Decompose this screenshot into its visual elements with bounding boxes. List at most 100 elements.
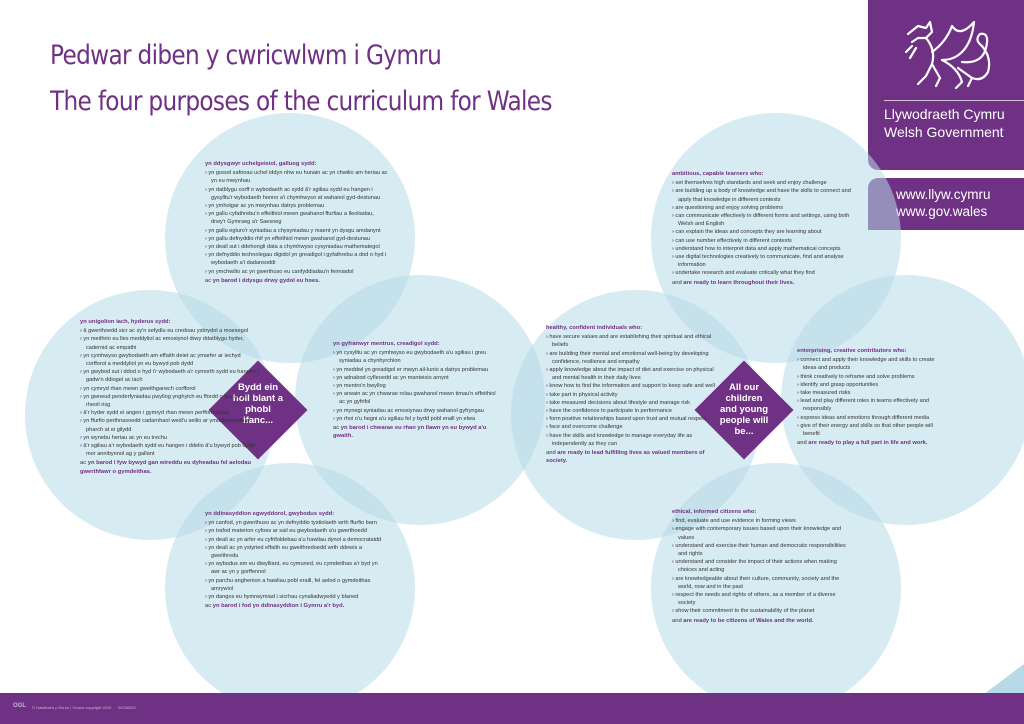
purpose-block-bottom: ethical, informed citizens who:find, eva… xyxy=(672,508,847,625)
purpose-heading: yn ddysgwyr uchelgeisiol, galluog sydd: xyxy=(205,161,317,167)
brand-name-welsh: Llywodraeth Cymru xyxy=(884,106,1005,122)
purpose-item: yn gwneud penderfyniadau pwyllog ynghylc… xyxy=(80,393,260,409)
logo-divider xyxy=(884,100,1024,101)
purpose-item: apply knowledge about the impact of diet… xyxy=(546,366,721,382)
purpose-item: yn gallu cyfathrebu'n effeithiol mewn gw… xyxy=(205,210,390,226)
purpose-list: find, evaluate and use evidence in formi… xyxy=(672,517,847,615)
purpose-item: yn deall ac yn ystyried effaith eu gweit… xyxy=(205,544,385,560)
purpose-item: take measured decisions about lifestyle … xyxy=(546,399,721,407)
purpose-block-left: yn unigolion iach, hyderus sydd: â gwerth… xyxy=(80,318,260,476)
ogl-logo: OGL xyxy=(13,703,26,709)
purpose-list: have secure values and are establishing … xyxy=(546,333,721,448)
purpose-item: â'r hyder sydd ei angen i gymryd rhan me… xyxy=(80,409,260,417)
purpose-heading: yn gyfranwyr mentrus, creadigol sydd: xyxy=(333,341,440,347)
purpose-item: yn wybodus am eu diwylliant, eu cymuned,… xyxy=(205,560,385,576)
purpose-block-right: yn gyfranwyr mentrus, creadigol sydd: yn … xyxy=(333,340,503,440)
purpose-item: take measured risks xyxy=(797,389,937,397)
closing-prefix: ac xyxy=(205,603,213,610)
purpose-item: respect the needs and rights of others, … xyxy=(672,591,847,607)
purpose-item: understand and consider the impact of th… xyxy=(672,558,847,574)
centre-text: All our children and young people will b… xyxy=(719,382,769,437)
purpose-item: yn adnabod cyfleoedd ac yn manteisio arn… xyxy=(333,374,503,382)
purpose-list: yn canfod, yn gwerthuso ac yn defnyddio … xyxy=(205,519,385,601)
purpose-item: yn trafod materion cyfoes ar sail eu gwy… xyxy=(205,527,385,535)
purpose-item: yn gwybod sut i ddod o hyd i'r wybodaeth… xyxy=(80,368,260,384)
purpose-item: yn cysylltu ac yn cymhwyso eu gwybodaeth… xyxy=(333,349,503,365)
purpose-item: yn deall ac yn arfer eu cyfrifoldebau a'… xyxy=(205,536,385,544)
purpose-item: are questioning and enjoy solving proble… xyxy=(672,204,857,212)
purpose-block-left: healthy, confident individuals who: have … xyxy=(546,324,721,465)
closing-statement: are ready to learn throughout their live… xyxy=(683,279,795,286)
purpose-item: have secure values and are establishing … xyxy=(546,333,721,349)
purpose-item: lead and play different roles in teams e… xyxy=(797,397,937,413)
purpose-closing: ac yn barod i fod yn ddinasyddion i Gymr… xyxy=(205,602,385,610)
closing-statement: are ready to lead fulfilling lives as va… xyxy=(546,450,705,465)
purpose-item: â'r sgiliau a'r wybodaeth sydd eu hangen… xyxy=(80,442,260,458)
purpose-heading: healthy, confident individuals who: xyxy=(546,325,643,331)
purpose-item: yn rhoi o'u hegni a'u sgiliau fel y bydd… xyxy=(333,415,503,423)
purpose-heading: yn unigolion iach, hyderus sydd: xyxy=(80,319,171,325)
purpose-item: use digital technologies creatively to c… xyxy=(672,253,857,269)
purpose-item: are building their mental and emotional … xyxy=(546,350,721,366)
purpose-block-top: yn ddysgwyr uchelgeisiol, galluog sydd: y… xyxy=(205,160,390,285)
purpose-item: yn cymryd rhan mewn gweithgarwch corffor… xyxy=(80,385,260,393)
purpose-list: set themselves high standards and seek a… xyxy=(672,179,857,277)
purpose-item: yn datblygu corff o wybodaeth ac sydd â'… xyxy=(205,186,390,202)
purpose-heading: yn ddinasyddion egwyddorol, gwybodus syd… xyxy=(205,511,335,517)
purpose-item: can use number effectively in different … xyxy=(672,237,857,245)
dragon-icon xyxy=(904,20,991,90)
purpose-item: identify and grasp opportunities xyxy=(797,381,937,389)
purpose-item: face and overcome challenge xyxy=(546,423,721,431)
purpose-item: yn gallu egluro'r syniadau a chysyniadau… xyxy=(205,227,390,235)
purpose-item: yn wynebu heriau ac yn eu trechu xyxy=(80,434,260,442)
purpose-item: yn ymchwilio ac yn gwerthuso eu canfyddi… xyxy=(205,268,390,276)
closing-prefix: ac xyxy=(205,277,213,284)
reference-number: WG36502 xyxy=(118,705,137,710)
brand-name-english: Welsh Government xyxy=(884,124,1004,140)
purpose-item: â gwerthoedd sicr ac sy'n sefydlu eu cre… xyxy=(80,327,260,335)
url-welsh[interactable]: www.llyw.cymru xyxy=(896,187,991,202)
purpose-block-bottom: yn ddinasyddion egwyddorol, gwybodus syd… xyxy=(205,510,385,610)
purpose-item: yn ymholgar ac yn mwynhau datrys problem… xyxy=(205,202,390,210)
purpose-closing: and are ready to learn throughout their … xyxy=(672,279,857,287)
purpose-list: connect and apply their knowledge and sk… xyxy=(797,356,937,438)
closing-statement: are ready to be citizens of Wales and th… xyxy=(683,617,814,624)
closing-prefix: and xyxy=(797,440,809,447)
purpose-item: are knowledgeable about their culture, c… xyxy=(672,575,847,591)
purpose-list: yn cysylltu ac yn cymhwyso eu gwybodaeth… xyxy=(333,349,503,423)
purpose-item: form positive relationships based upon t… xyxy=(546,415,721,423)
purpose-item: know how to find the information and sup… xyxy=(546,382,721,390)
purpose-item: take part in physical activity xyxy=(546,391,721,399)
purpose-item: connect and apply their knowledge and sk… xyxy=(797,356,937,372)
purpose-item: set themselves high standards and seek a… xyxy=(672,179,857,187)
purpose-item: have the confidence to participate in pe… xyxy=(546,407,721,415)
purpose-item: understand and exercise their human and … xyxy=(672,542,847,558)
purpose-item: find, evaluate and use evidence in formi… xyxy=(672,517,847,525)
closing-prefix: ac xyxy=(80,460,88,467)
purpose-item: understand how to interpret data and app… xyxy=(672,245,857,253)
url-english[interactable]: www.gov.wales xyxy=(896,204,988,219)
purpose-item: undertake research and evaluate critical… xyxy=(672,269,857,277)
purpose-closing: ac yn barod i chwarae eu rhan yn llawn y… xyxy=(333,424,503,440)
purpose-item: yn arwain ac yn chwarae rolau gwahanol m… xyxy=(333,390,503,406)
purpose-item: think creatively to reframe and solve pr… xyxy=(797,373,937,381)
copyright-text: © Hawlfraint y Goron | Crown copyright 2… xyxy=(32,705,112,710)
purpose-item: engage with contemporary issues based up… xyxy=(672,525,847,541)
closing-prefix: ac xyxy=(333,425,341,432)
purpose-item: yn canfod, yn gwerthuso ac yn defnyddio … xyxy=(205,519,385,527)
title-welsh: Pedwar diben y cwricwlwm i Gymru xyxy=(50,40,442,71)
closing-statement: yn barod i ddysgu drwy gydol eu hoes. xyxy=(212,277,320,284)
purpose-item: yn deall sut i ddehongli data a chymhwys… xyxy=(205,243,390,251)
purpose-item: yn meithrin eu lles meddyliol ac emosiyn… xyxy=(80,335,260,351)
purpose-item: yn cymhwyso gwybodaeth am effaith deiet … xyxy=(80,352,260,368)
purpose-block-right: enterprising, creative contributors who:… xyxy=(797,347,937,447)
purpose-heading: ambitious, capable learners who: xyxy=(672,171,764,177)
purpose-item: express ideas and emotions through diffe… xyxy=(797,414,937,422)
closing-prefix: and xyxy=(672,279,684,286)
purpose-item: are building up a body of knowledge and … xyxy=(672,187,857,203)
purpose-item: show their commitment to the sustainabil… xyxy=(672,607,847,615)
title-english: The four purposes of the curriculum for … xyxy=(50,86,552,117)
purpose-item: yn gallu defnyddio rhif yn effeithiol me… xyxy=(205,235,390,243)
purpose-item: yn parchu anghenion a hawliau pobl erail… xyxy=(205,577,385,593)
